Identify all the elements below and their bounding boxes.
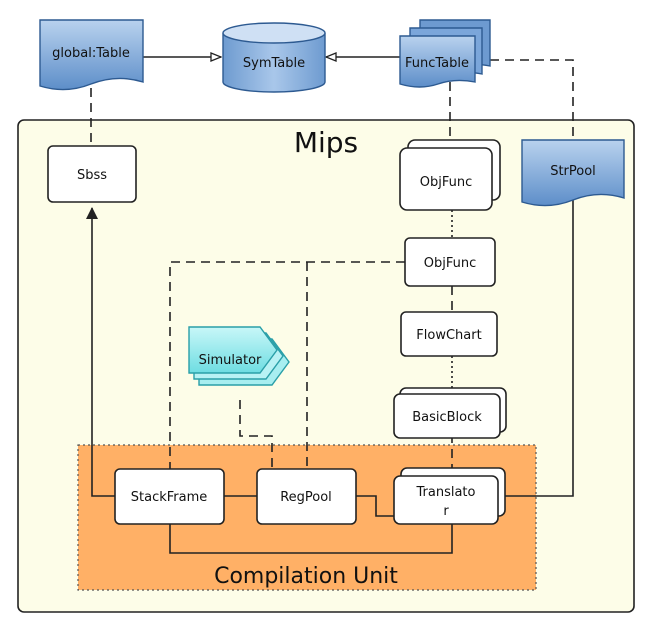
edge-functable-to-strpool: [490, 59, 574, 140]
edge-stackframe-to-translator: [169, 524, 453, 554]
translator-label-line2: r: [443, 504, 449, 519]
simulator-label: Simulator: [199, 353, 262, 368]
sbss-node[interactable]: Sbss: [47, 145, 137, 203]
basic-block-label: BasicBlock: [412, 410, 482, 425]
mips-title: Mips: [294, 126, 358, 159]
edge-simulator-to-regpool: [239, 400, 273, 469]
obj-func-label: ObjFunc: [424, 256, 477, 271]
edge-regpool-to-translator: [356, 495, 394, 517]
sym-table-node[interactable]: SymTable: [222, 22, 326, 93]
func-table-label: FuncTable: [405, 56, 469, 71]
translator-node[interactable]: Translato r: [393, 467, 506, 525]
stack-frame-node[interactable]: StackFrame: [114, 468, 225, 525]
obj-func-stack-label: ObjFunc: [420, 175, 473, 190]
edge-stackframe-to-sbss: [86, 207, 115, 497]
simulator-node[interactable]: Simulator: [188, 326, 290, 386]
global-table-label: global:Table: [52, 46, 130, 61]
sym-table-label: SymTable: [243, 56, 305, 71]
str-pool-label: StrPool: [550, 164, 596, 179]
obj-func-node[interactable]: ObjFunc: [404, 237, 496, 287]
compilation-unit-title: Compilation Unit: [214, 564, 398, 589]
sbss-label: Sbss: [77, 168, 107, 183]
flow-chart-node[interactable]: FlowChart: [400, 311, 498, 357]
basic-block-node[interactable]: BasicBlock: [393, 387, 507, 439]
global-table-node[interactable]: global:Table: [39, 19, 144, 91]
str-pool-node[interactable]: StrPool: [521, 139, 625, 207]
edges: [86, 57, 574, 554]
edge-translator-to-strpool: [505, 193, 574, 497]
obj-func-stack-node[interactable]: ObjFunc: [399, 139, 501, 211]
stack-frame-label: StackFrame: [131, 490, 208, 505]
flow-chart-label: FlowChart: [416, 328, 481, 343]
func-table-node[interactable]: FuncTable: [399, 19, 491, 88]
reg-pool-label: RegPool: [280, 490, 332, 505]
translator-label-line1: Translato: [416, 485, 476, 500]
edge-objfunc-to-stackframe: [169, 261, 405, 469]
reg-pool-node[interactable]: RegPool: [256, 468, 357, 525]
